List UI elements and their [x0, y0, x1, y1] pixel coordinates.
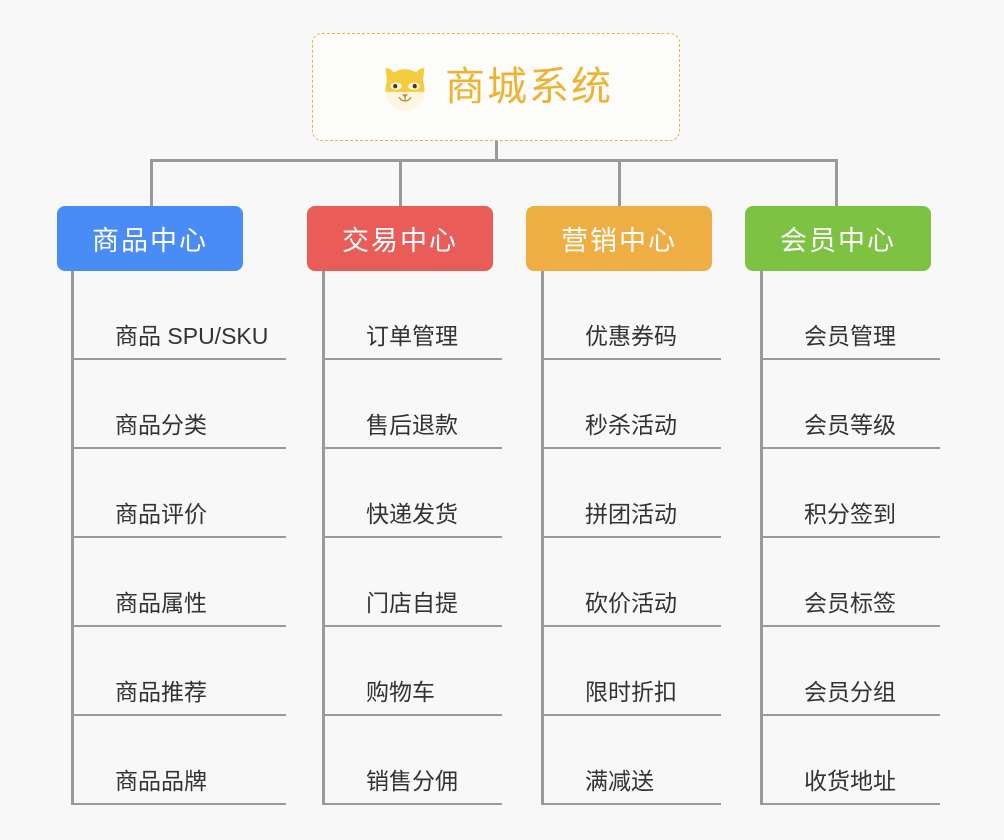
list-item[interactable]: 销售分佣	[322, 716, 502, 805]
leaf-label-0-3: 商品属性	[115, 590, 207, 616]
root-node-shop-system[interactable]: 商城系统	[312, 33, 680, 141]
list-item[interactable]: 限时折扣	[541, 627, 721, 716]
connector-drop-3	[618, 159, 621, 207]
category-label-0: 商品中心	[92, 226, 208, 256]
category-box-1[interactable]: 交易中心	[307, 206, 493, 271]
list-item[interactable]: 砍价活动	[541, 538, 721, 627]
list-item[interactable]: 满减送	[541, 716, 721, 805]
list-item[interactable]: 售后退款	[322, 360, 502, 449]
branch-spine-0	[71, 271, 74, 805]
leaf-label-0-2: 商品评价	[115, 501, 207, 527]
branch-column-3: 会员管理 会员等级 积分签到 会员标签 会员分组 收货地址	[760, 271, 940, 805]
shiba-dog-face-icon	[379, 61, 431, 113]
list-item[interactable]: 门店自提	[322, 538, 502, 627]
leaf-label-0-4: 商品推荐	[115, 679, 207, 705]
category-box-3[interactable]: 会员中心	[745, 206, 931, 271]
list-item[interactable]: 会员管理	[760, 271, 940, 360]
list-item[interactable]: 商品品牌	[71, 716, 286, 805]
leaf-label-2-0: 优惠券码	[585, 323, 677, 349]
connector-horizontal-bus	[150, 159, 838, 162]
category-label-2: 营销中心	[561, 226, 677, 256]
connector-drop-4	[835, 159, 838, 207]
leaf-label-2-2: 拼团活动	[585, 501, 677, 527]
leaf-label-1-2: 快递发货	[366, 501, 458, 527]
list-item[interactable]: 商品评价	[71, 449, 286, 538]
category-box-2[interactable]: 营销中心	[526, 206, 712, 271]
leaf-label-3-5: 收货地址	[804, 768, 896, 794]
leaf-label-1-1: 售后退款	[366, 412, 458, 438]
root-node-title: 商城系统	[445, 65, 613, 109]
list-item[interactable]: 会员分组	[760, 627, 940, 716]
leaf-label-0-5: 商品品牌	[115, 768, 207, 794]
connector-drop-2	[399, 159, 402, 207]
leaf-label-2-3: 砍价活动	[585, 590, 677, 616]
list-item[interactable]: 购物车	[322, 627, 502, 716]
leaf-label-2-4: 限时折扣	[585, 679, 677, 705]
leaf-label-3-3: 会员标签	[804, 590, 896, 616]
leaf-label-2-1: 秒杀活动	[585, 412, 677, 438]
list-item[interactable]: 快递发货	[322, 449, 502, 538]
connector-root-stem	[495, 141, 498, 161]
list-item[interactable]: 秒杀活动	[541, 360, 721, 449]
leaf-label-1-5: 销售分佣	[366, 768, 458, 794]
list-item[interactable]: 商品推荐	[71, 627, 286, 716]
list-item[interactable]: 收货地址	[760, 716, 940, 805]
list-item[interactable]: 商品分类	[71, 360, 286, 449]
branch-column-1: 订单管理 售后退款 快递发货 门店自提 购物车 销售分佣	[322, 271, 502, 805]
category-label-3: 会员中心	[780, 226, 896, 256]
list-item[interactable]: 商品 SPU/SKU	[71, 271, 286, 360]
branch-spine-1	[322, 271, 325, 805]
leaf-label-3-1: 会员等级	[804, 412, 896, 438]
leaf-label-2-5: 满减送	[585, 768, 654, 794]
leaf-label-1-4: 购物车	[366, 679, 435, 705]
leaf-label-0-0: 商品 SPU/SKU	[115, 323, 269, 349]
branch-spine-3	[760, 271, 763, 805]
leaf-label-0-1: 商品分类	[115, 412, 207, 438]
branch-column-2: 优惠券码 秒杀活动 拼团活动 砍价活动 限时折扣 满减送	[541, 271, 721, 805]
category-label-1: 交易中心	[342, 226, 458, 256]
branch-column-0: 商品 SPU/SKU 商品分类 商品评价 商品属性 商品推荐 商品品牌	[71, 271, 286, 805]
leaf-label-1-3: 门店自提	[366, 590, 458, 616]
leaf-label-1-0: 订单管理	[366, 323, 458, 349]
connector-drop-1	[150, 159, 153, 207]
list-item[interactable]: 拼团活动	[541, 449, 721, 538]
branch-spine-2	[541, 271, 544, 805]
list-item[interactable]: 会员等级	[760, 360, 940, 449]
list-item[interactable]: 订单管理	[322, 271, 502, 360]
list-item[interactable]: 优惠券码	[541, 271, 721, 360]
list-item[interactable]: 积分签到	[760, 449, 940, 538]
leaf-label-3-2: 积分签到	[804, 501, 896, 527]
leaf-label-3-0: 会员管理	[804, 323, 896, 349]
list-item[interactable]: 商品属性	[71, 538, 286, 627]
category-box-0[interactable]: 商品中心	[57, 206, 243, 271]
leaf-label-3-4: 会员分组	[804, 679, 896, 705]
list-item[interactable]: 会员标签	[760, 538, 940, 627]
